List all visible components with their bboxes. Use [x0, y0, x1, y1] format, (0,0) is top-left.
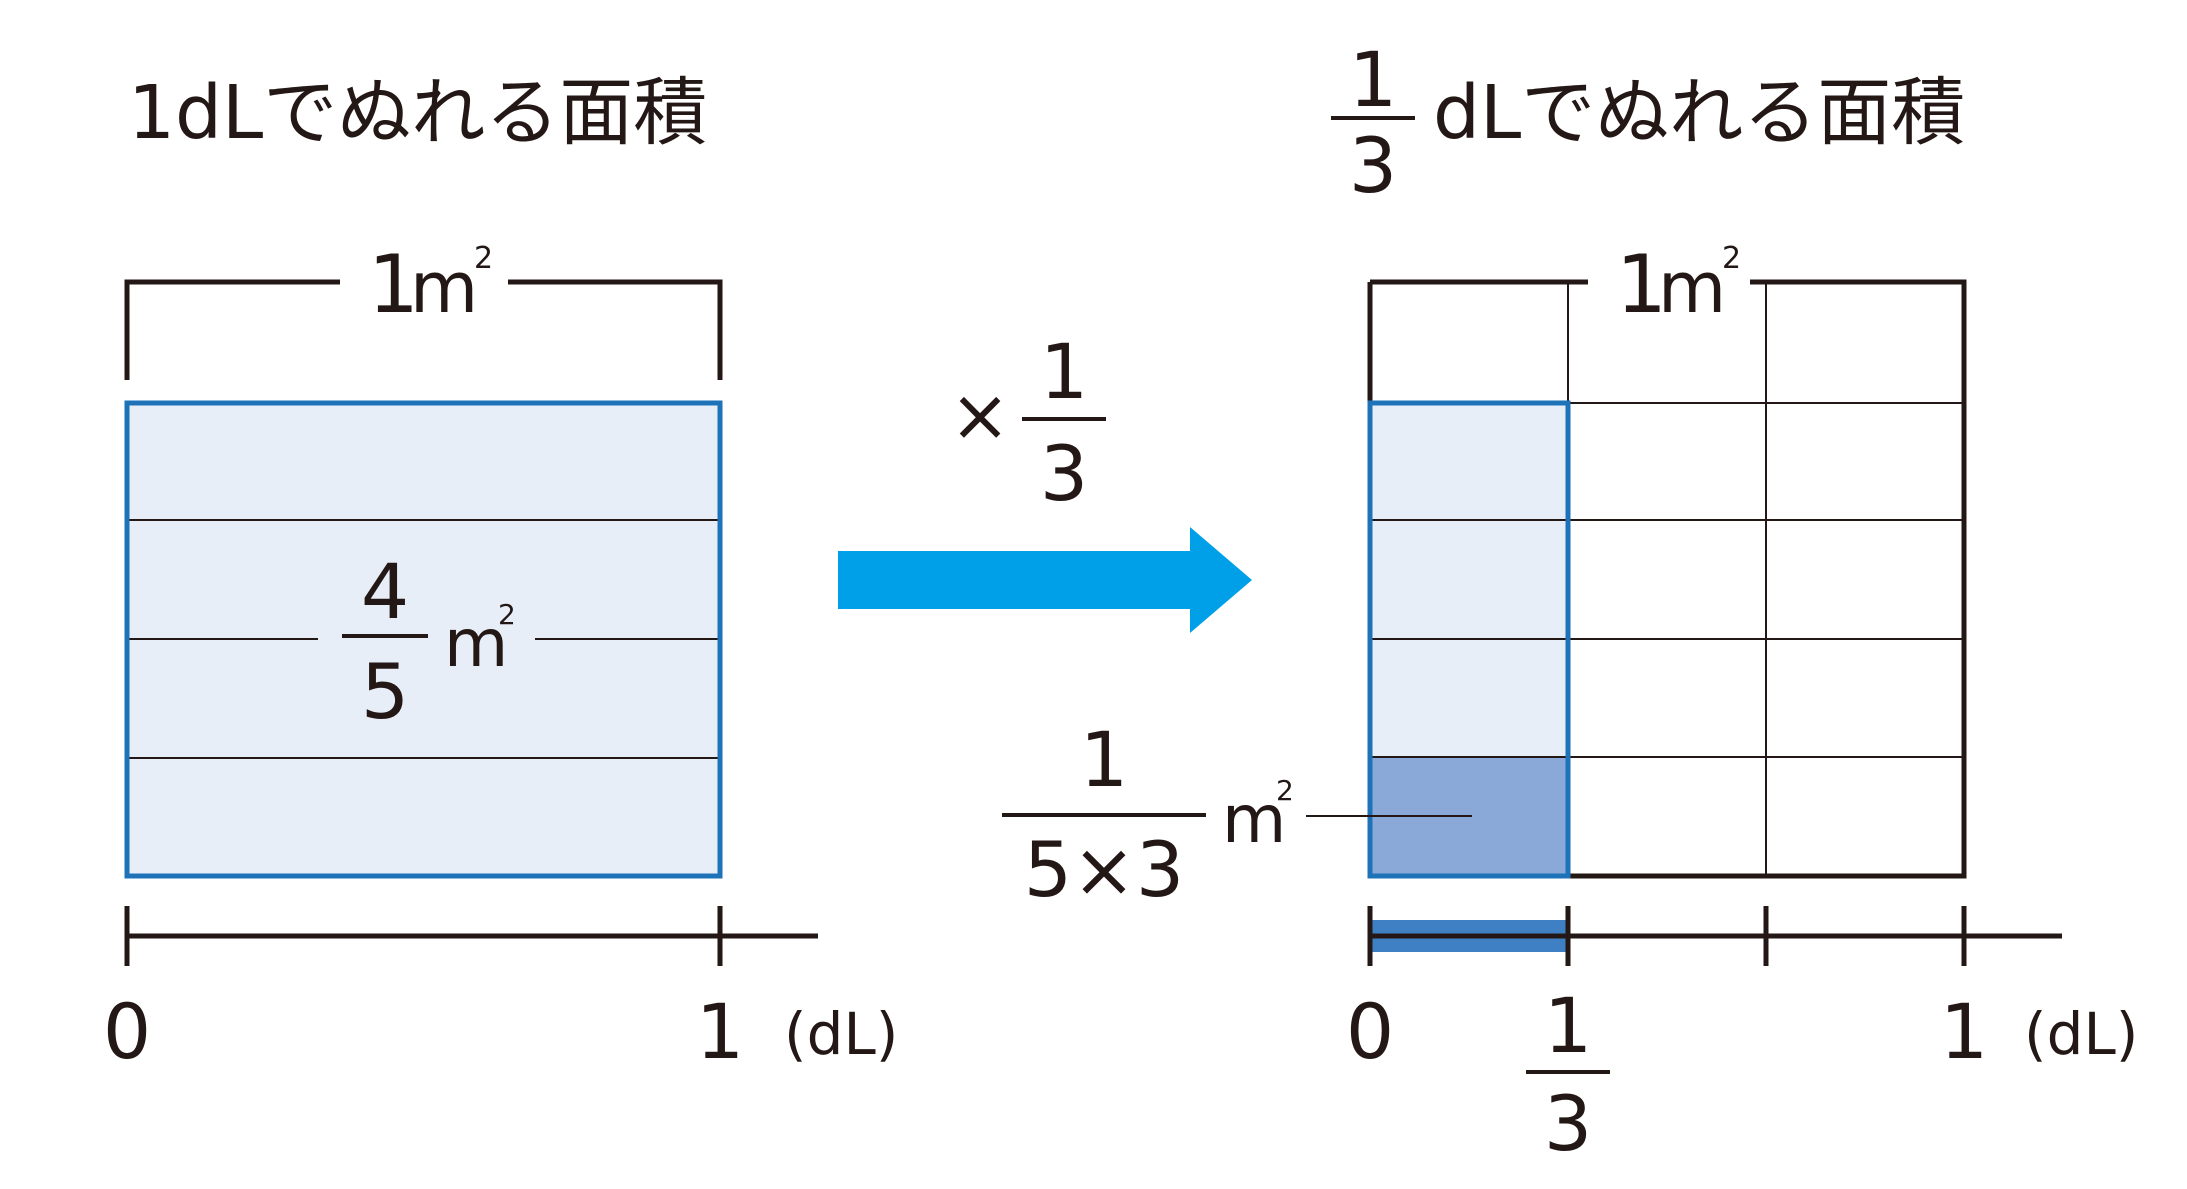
right-painted-area — [1370, 403, 1568, 757]
left-area-exponent: 2 — [498, 598, 516, 631]
cell-area-numerator: 1 — [1080, 715, 1128, 804]
right-axis-one: 1 — [1940, 987, 1988, 1076]
right-axis-unit: (dL) — [2024, 1000, 2138, 1068]
right-diagram: 1 3 dLでぬれる面積 1 m 2 1 5×3 m 2 0 1 3 1 (dL… — [1002, 35, 2138, 1168]
left-title-one: 1 — [128, 70, 175, 156]
right-axis-third-numerator: 1 — [1544, 981, 1592, 1070]
left-area-unit: m — [444, 605, 508, 682]
right-title: dLでぬれる面積 — [1433, 70, 1965, 156]
cell-area-exponent: 2 — [1276, 774, 1294, 807]
multiply-numerator: 1 — [1040, 327, 1088, 416]
right-title-numerator: 1 — [1349, 35, 1397, 124]
left-width-number: 1 — [368, 238, 419, 331]
left-title: dLでぬれる面積 — [175, 70, 707, 156]
left-diagram: 1 dLでぬれる面積 1 m 2 4 5 m 2 0 1 (dL) — [103, 70, 899, 1076]
left-width-exponent: 2 — [474, 241, 493, 276]
right-width-unit: m — [1658, 247, 1726, 329]
left-width-bracket — [124, 279, 723, 380]
left-width-unit: m — [410, 247, 478, 329]
right-title-denominator: 3 — [1349, 121, 1397, 210]
cell-area-unit: m — [1222, 781, 1286, 858]
right-axis-zero: 0 — [1346, 987, 1394, 1076]
right-width-number: 1 — [1616, 238, 1667, 331]
right-axis-third-denominator: 3 — [1544, 1079, 1592, 1168]
multiply-sign: × — [950, 373, 1010, 457]
left-area-denominator: 5 — [361, 647, 409, 736]
left-axis-zero: 0 — [103, 987, 151, 1076]
left-area-numerator: 4 — [361, 547, 409, 636]
left-axis-unit: (dL) — [784, 1000, 898, 1068]
cell-area-denominator: 5×3 — [1024, 825, 1184, 914]
right-axis-ticks — [1367, 906, 1967, 966]
right-width-exponent: 2 — [1722, 241, 1741, 276]
multiply-denominator: 3 — [1040, 429, 1088, 518]
multiply-operation: × 1 3 — [838, 327, 1252, 633]
right-painted-outline — [1367, 400, 1571, 879]
left-axis-one: 1 — [696, 987, 744, 1076]
left-painted-outline — [124, 400, 723, 879]
transform-arrow-icon — [838, 527, 1252, 633]
